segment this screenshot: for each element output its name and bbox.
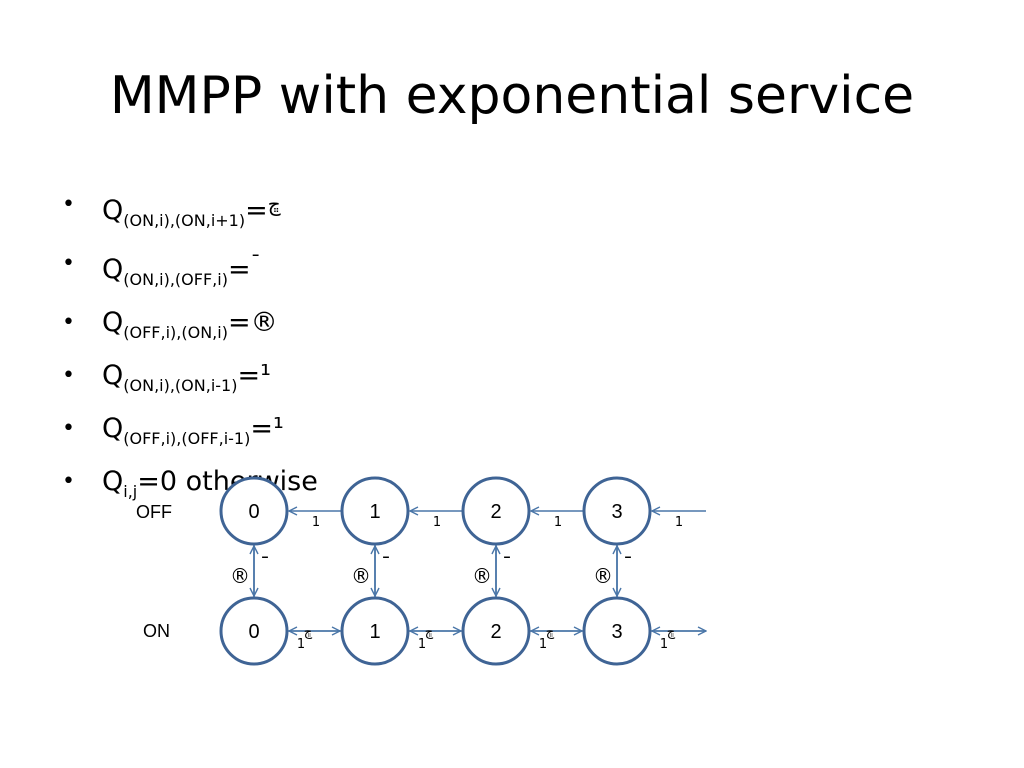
off-service-rate: 1 bbox=[433, 515, 441, 530]
bullet-item: • Q(ON,i),(ON,i+1)=ڇ bbox=[62, 183, 318, 242]
rate-symbol: ¹ bbox=[272, 413, 284, 444]
off-state-3-label: 3 bbox=[611, 501, 622, 523]
on-service-rate: 1 bbox=[418, 637, 426, 652]
on-state-3-label: 3 bbox=[611, 621, 622, 643]
on-state-1-circle bbox=[340, 596, 410, 666]
q-subscript: (OFF,i),(OFF,i-1) bbox=[123, 429, 251, 448]
on-arrival-rate: ڇ bbox=[667, 625, 676, 640]
rate-symbol: ¹ bbox=[260, 360, 271, 391]
bullet-dot: • bbox=[62, 469, 75, 494]
bullet-item: • Q(ON,i),(OFF,i)=¯ bbox=[62, 242, 318, 301]
bullet-dot: • bbox=[62, 363, 75, 388]
off-state-0-label: 0 bbox=[248, 501, 259, 523]
equals-text: = bbox=[227, 307, 251, 338]
on-arrival-rate: ڇ bbox=[546, 625, 555, 640]
rate-bullet-list: •Q(ON,i),(ON,i+1)=ڇ •Q(ON,i),(OFF,i)=¯ •… bbox=[62, 183, 318, 513]
off-service-rate: 1 bbox=[675, 515, 683, 530]
on-service-rate: 1 bbox=[539, 637, 547, 652]
page-title: MMPP with exponential service bbox=[109, 66, 915, 126]
on-state-2-circle bbox=[461, 596, 531, 666]
q-subscript: (OFF,i),(ON,i) bbox=[123, 323, 228, 342]
alpha-rate: ® bbox=[593, 564, 613, 588]
q-subscript: (ON,i),(ON,i+1) bbox=[123, 211, 246, 230]
bullet-item: • Q(ON,i),(ON,i-1)=¹ bbox=[62, 354, 318, 407]
q-symbol: Q bbox=[102, 307, 124, 338]
rate-symbol: ¯ bbox=[250, 251, 261, 275]
off-state-1-circle bbox=[340, 476, 410, 546]
on-service-rate: 1 bbox=[297, 637, 305, 652]
equals-text: = bbox=[250, 413, 273, 444]
off-state-1-label: 1 bbox=[369, 501, 380, 523]
equals-text: = bbox=[245, 195, 268, 226]
on-service-rate: 1 bbox=[660, 637, 668, 652]
on-arrival-rate: ڇ bbox=[425, 625, 434, 640]
equals-text: = bbox=[227, 254, 251, 285]
off-state-3-circle bbox=[582, 476, 652, 546]
off-service-rate: 1 bbox=[554, 515, 562, 530]
on-state-0-label: 0 bbox=[248, 621, 259, 643]
q-subscript: (ON,i),(ON,i-1) bbox=[123, 376, 238, 395]
q-subscript: (ON,i),(OFF,i) bbox=[123, 270, 228, 289]
q-symbol: Q bbox=[102, 360, 124, 391]
q-subscript: i,j bbox=[123, 482, 138, 501]
bullet-dot: • bbox=[62, 192, 75, 217]
bullet-item: • Q(OFF,i),(ON,i)=® bbox=[62, 301, 318, 354]
on-state-2-label: 2 bbox=[490, 621, 501, 643]
off-state-2-label: 2 bbox=[490, 501, 501, 523]
transition-edges bbox=[254, 511, 706, 631]
bullet-dot: • bbox=[62, 251, 75, 276]
beta-rate: ¯ bbox=[381, 553, 391, 577]
q-symbol: Q bbox=[102, 413, 124, 444]
bullet-item: • Q(OFF,i),(OFF,i-1)=¹ bbox=[62, 407, 318, 460]
beta-rate: ¯ bbox=[623, 553, 633, 577]
rate-symbol: ® bbox=[250, 307, 278, 338]
on-state-0-circle bbox=[219, 596, 289, 666]
rate-symbol: ڇ bbox=[267, 192, 281, 216]
alpha-rate: ® bbox=[351, 564, 371, 588]
q-symbol: Q bbox=[102, 254, 124, 285]
bullet-dot: • bbox=[62, 416, 75, 441]
q-symbol: Q bbox=[102, 466, 124, 497]
on-row-label: ON bbox=[143, 621, 170, 641]
q-symbol: Q bbox=[102, 195, 124, 226]
beta-rate: ¯ bbox=[260, 553, 270, 577]
alpha-rate: ® bbox=[230, 564, 250, 588]
bullet-dot: • bbox=[62, 310, 75, 335]
equals-text: = bbox=[237, 360, 261, 391]
on-state-1-label: 1 bbox=[369, 621, 380, 643]
bullet-item: •Qi,j=0 otherwise bbox=[62, 460, 318, 513]
on-arrival-rate: ڇ bbox=[304, 625, 313, 640]
on-state-3-circle bbox=[582, 596, 652, 666]
off-service-rate: 1 bbox=[312, 515, 320, 530]
alpha-rate: ® bbox=[472, 564, 492, 588]
off-state-0-circle bbox=[219, 476, 289, 546]
off-row-label: OFF bbox=[136, 502, 172, 522]
beta-rate: ¯ bbox=[502, 553, 512, 577]
state-nodes: 0 0 1 1 2 2 3 3 bbox=[219, 476, 652, 666]
off-state-2-circle bbox=[461, 476, 531, 546]
